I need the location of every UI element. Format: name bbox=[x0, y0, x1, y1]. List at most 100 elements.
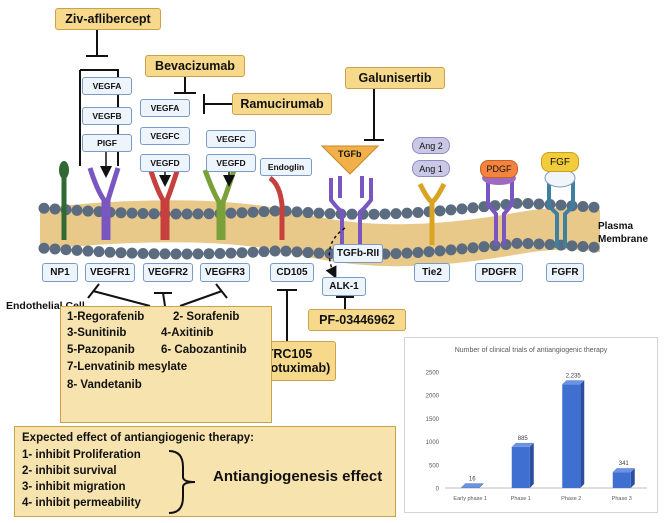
x-tick-label: Early phase 1 bbox=[453, 496, 487, 502]
bar-side bbox=[630, 468, 635, 488]
lipid-head bbox=[412, 206, 424, 218]
effects-brace bbox=[168, 450, 196, 514]
bar-value-label: 2,235 bbox=[566, 373, 582, 379]
lipid-head bbox=[566, 240, 578, 252]
receptor-alk1: ALK-1 bbox=[322, 277, 366, 296]
lipid-head bbox=[445, 244, 457, 256]
lipid-head bbox=[423, 246, 435, 258]
lipid-head bbox=[159, 248, 171, 260]
ligand-tgfb: TGFb bbox=[338, 149, 362, 159]
lipid-head bbox=[401, 247, 413, 259]
np1-receptor bbox=[59, 161, 69, 240]
lipid-head bbox=[60, 244, 72, 256]
lipid-head bbox=[346, 208, 358, 220]
lipid-head bbox=[170, 208, 182, 220]
bar-side bbox=[479, 483, 484, 488]
lipid-head bbox=[445, 204, 457, 216]
ligand-vegfa-1: VEGFA bbox=[82, 77, 132, 95]
ligand-vegfd-1: VEGFD bbox=[140, 154, 190, 172]
lipid-head bbox=[434, 205, 446, 217]
lipid-head bbox=[38, 202, 50, 214]
lipid-head bbox=[280, 245, 292, 257]
lipid-head bbox=[137, 207, 149, 219]
ligand-vegfc-2: VEGFC bbox=[206, 130, 256, 148]
inhibitor-item: 3-Sunitinib bbox=[67, 327, 127, 339]
bar-top bbox=[461, 483, 484, 488]
lipid-head bbox=[302, 207, 314, 219]
lipid-head bbox=[126, 247, 138, 259]
effect-item: 2- inhibit survival bbox=[22, 465, 117, 477]
ligand-pdgf: PDGF bbox=[480, 160, 518, 178]
y-tick-label: 2000 bbox=[426, 394, 440, 400]
inhibitor-item: 6- Cabozantinib bbox=[161, 344, 247, 356]
lipid-head bbox=[313, 207, 325, 219]
lipid-head bbox=[203, 248, 215, 260]
lipid-head bbox=[38, 242, 50, 254]
lipid-head bbox=[456, 243, 468, 255]
lipid-head bbox=[148, 208, 160, 220]
ligand-vegfa-2: VEGFA bbox=[140, 99, 190, 117]
lipid-head bbox=[192, 208, 204, 220]
lipid-head bbox=[291, 206, 303, 218]
ziv-aflibercept-box: Ziv-aflibercept bbox=[55, 8, 161, 30]
y-tick-label: 2500 bbox=[426, 371, 440, 377]
bar-top bbox=[562, 380, 585, 385]
lipid-head bbox=[247, 206, 259, 218]
inhibitor-item: 1-Regorafenib bbox=[67, 311, 145, 323]
lipid-head bbox=[302, 247, 314, 259]
lipid-head bbox=[434, 245, 446, 257]
effect-item: 1- inhibit Proliferation bbox=[22, 449, 141, 461]
inhibitor-item: 2- Sorafenib bbox=[173, 311, 240, 323]
ligand-vegfb: VEGFB bbox=[82, 107, 132, 125]
y-tick-label: 0 bbox=[436, 487, 440, 493]
tgfb-receptor bbox=[329, 176, 373, 244]
lipid-head bbox=[588, 201, 600, 213]
receptor-tgfb-rii: TGFb-RII bbox=[333, 244, 383, 263]
cd105-receptor bbox=[268, 175, 285, 240]
tie2-receptor bbox=[417, 182, 447, 245]
lipid-head bbox=[313, 247, 325, 259]
lipid-head bbox=[478, 241, 490, 253]
lipid-head bbox=[522, 237, 534, 249]
bar bbox=[461, 487, 480, 488]
receptor-vegfr1: VEGFR1 bbox=[85, 263, 135, 282]
lipid-head bbox=[533, 198, 545, 210]
lipid-head bbox=[588, 241, 600, 253]
ligand-vegfd-2: VEGFD bbox=[206, 154, 256, 172]
chart-title: Number of clinical trials of antiangioge… bbox=[455, 347, 608, 354]
lipid-head bbox=[544, 239, 556, 251]
effects-title: Expected effect of antiangiogenic therap… bbox=[22, 432, 254, 444]
lipid-head bbox=[324, 208, 336, 220]
x-tick-label: Phase 3 bbox=[612, 496, 632, 502]
y-tick-label: 1500 bbox=[426, 417, 440, 423]
lipid-head bbox=[401, 207, 413, 219]
lipid-head bbox=[467, 242, 479, 254]
fgfr-receptor bbox=[547, 180, 575, 248]
lipid-head bbox=[236, 247, 248, 259]
ligand-pigf: PIGF bbox=[82, 134, 132, 152]
lipid-head bbox=[258, 246, 270, 258]
vegfr2-receptor bbox=[147, 167, 181, 240]
tki-inhibitor-box: 1-Regorafenib 2- Sorafenib 3-Sunitinib 4… bbox=[60, 306, 272, 423]
lipid-head bbox=[577, 201, 589, 213]
lipid-head bbox=[93, 246, 105, 258]
lipid-head bbox=[291, 246, 303, 258]
lipid-head bbox=[181, 248, 193, 260]
lipid-head bbox=[456, 203, 468, 215]
lipid-head bbox=[115, 247, 127, 259]
plasma-membrane bbox=[38, 197, 600, 267]
plasma-membrane-label: Plasma bbox=[598, 221, 634, 232]
lipid-head bbox=[390, 248, 402, 260]
bar bbox=[612, 472, 631, 488]
lipid-head bbox=[126, 207, 138, 219]
lipid-head bbox=[368, 208, 380, 220]
receptor-pdgfr: PDGFR bbox=[475, 263, 523, 282]
pf-03446962-box: PF-03446962 bbox=[308, 309, 406, 331]
lipid-head bbox=[390, 208, 402, 220]
lipid-head bbox=[379, 208, 391, 220]
bar-value-label: 341 bbox=[619, 461, 630, 467]
x-tick-label: Phase 1 bbox=[511, 496, 531, 502]
x-tick-label: Phase 2 bbox=[561, 496, 581, 502]
bar-value-label: 16 bbox=[469, 476, 476, 482]
lipid-head bbox=[258, 206, 270, 218]
